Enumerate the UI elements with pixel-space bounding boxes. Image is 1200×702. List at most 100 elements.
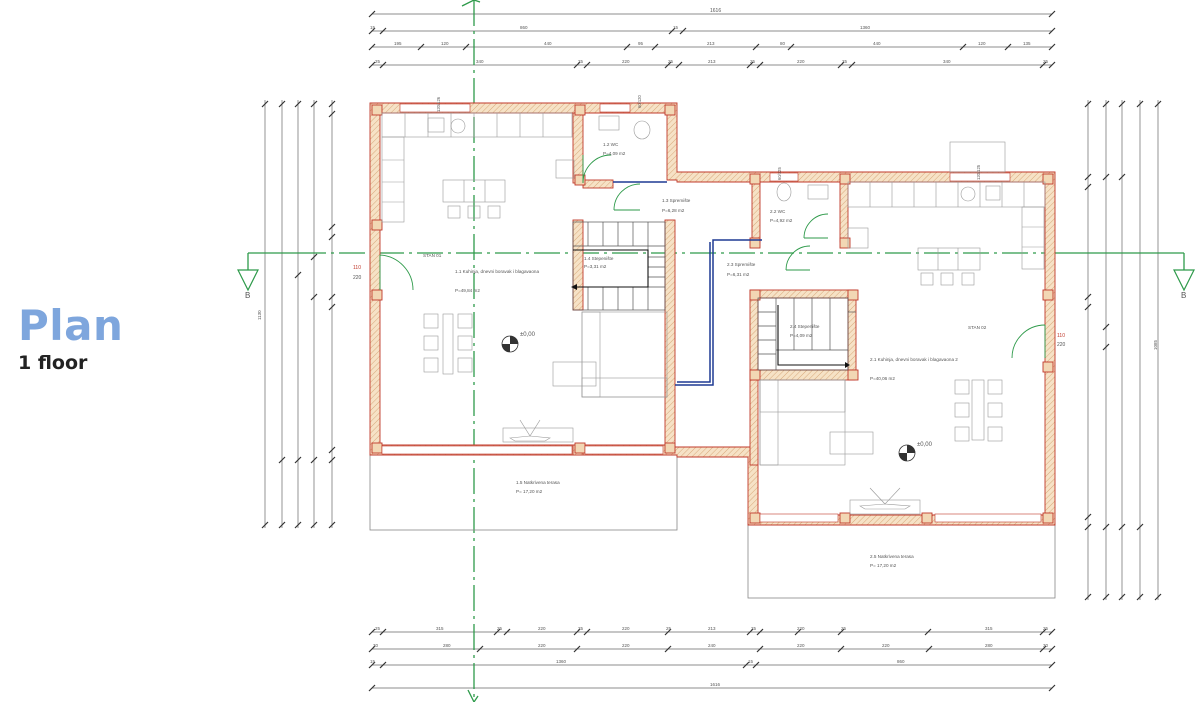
dim-label: 340 (476, 59, 484, 64)
dim-label: 220 (797, 59, 805, 64)
room-area: P=40,06 m2 (870, 376, 895, 381)
dim-label: 95 (638, 41, 644, 46)
stair-arrow-heads (571, 284, 850, 368)
dim-label: 860 (520, 25, 528, 30)
dim-label: 120 (441, 41, 449, 46)
dim-label: 213 (708, 626, 716, 631)
room-name: 2.4 Stepenište (790, 324, 820, 329)
furniture (381, 112, 1046, 515)
section-marker-left: B (237, 269, 259, 300)
dim-label: 135 (1023, 41, 1031, 46)
room-name: 1.3 Spremište (662, 198, 691, 203)
window-tag: 120/126 (436, 96, 441, 112)
dim-top-row2: 15 860 15 1360 (370, 25, 871, 30)
stair-arrows (573, 249, 848, 366)
room-area: P= 17,20 m2 (870, 563, 897, 568)
dim-label: 25 (842, 59, 848, 64)
dim-label: 25 (375, 59, 381, 64)
terrace-outlines (369, 454, 1056, 599)
dim-label: 25 (578, 626, 584, 631)
top-dimension-group (368, 10, 1056, 69)
dim-top-row4: 25 340 25 220 25 213 25 220 25 340 25 (375, 59, 1049, 64)
dim-label: 30 (1043, 643, 1049, 648)
plan-title: Plan (18, 301, 124, 350)
dim-label: 440 (873, 41, 881, 46)
room-area: P=49,84 m2 (455, 288, 480, 293)
room-area: P= 17,20 m2 (516, 489, 543, 494)
dim-label: 220 (538, 643, 546, 648)
dim-label: 340 (943, 59, 951, 64)
dim-label: 25 (1043, 626, 1049, 631)
room-area: P=3,31 m2 (584, 264, 607, 269)
section-marker-right: B (1173, 269, 1195, 300)
dim-label: 15 (748, 659, 754, 664)
windows (381, 103, 1042, 523)
dim-label: 213 (708, 59, 716, 64)
unit-label: STAN 02 (968, 325, 987, 330)
dim-label: 195 (394, 41, 402, 46)
dim-label: 15 (370, 25, 376, 30)
door-height: 220 (1057, 342, 1066, 348)
dim-label: 213 (707, 41, 715, 46)
room-name: 2.3 Spremište (727, 262, 756, 267)
dim-label: 280 (443, 643, 451, 648)
room-labels: 1.1 Kuhinja, dnevni boravak i blagavaona… (423, 142, 987, 568)
door-height: 220 (353, 275, 362, 281)
stairs (572, 221, 856, 371)
right-dimension-group (1084, 100, 1162, 601)
dim-label: 220 (622, 59, 630, 64)
plumbing-pipe (613, 181, 762, 386)
dim-label: 25 (668, 59, 674, 64)
dim-bottom-row3: 15 1360 15 860 (370, 659, 905, 664)
room-name: 2.1 Kuhinja, dnevni boravak i blagavaona… (870, 357, 958, 362)
room-name: 2.2 WC (770, 209, 786, 214)
room-name: 1.2 WC (603, 142, 619, 147)
left-dimension-group (261, 100, 336, 529)
dim-label: 25 (375, 626, 381, 631)
doors (379, 154, 1046, 359)
room-area: P=4,09 m2 (790, 333, 813, 338)
dim-label: 280 (985, 643, 993, 648)
dim-top-total: 1616 (710, 8, 721, 14)
dim-label: 80 (780, 41, 786, 46)
dim-label: 15 (673, 25, 679, 30)
room-name: 1.1 Kuhinja, dnevni boravak i blagavaona (455, 269, 539, 274)
bottom-dimension-group (368, 628, 1056, 692)
dim-label: 25 (751, 626, 757, 631)
room-area: P=6,31 m2 (727, 272, 750, 277)
room-name: 1.5 Natkrivena terasa (516, 480, 560, 485)
level-mark-1: ±0,00 (501, 332, 536, 353)
columns (371, 104, 1054, 524)
unit-label: STAN 01 (423, 253, 442, 258)
dim-label: 1360 (556, 659, 567, 664)
dim-label: 315 (436, 626, 444, 631)
dim-label: 25 (750, 59, 756, 64)
dim-label: 220 (797, 643, 805, 648)
dim-label: 1360 (860, 25, 871, 30)
room-name: 2.5 Natkrivena terasa (870, 554, 914, 559)
dim-bottom-total: 1616 (710, 682, 721, 687)
room-name: 1.4 Stepenište (584, 256, 614, 261)
door-width: 110 (353, 265, 361, 271)
dim-bottom-row1: 25 315 25 220 25 220 25 213 25 220 25 31… (375, 626, 1049, 631)
dim-label: 240 (708, 643, 716, 648)
title-block: Plan 1 floor (18, 300, 123, 374)
room-area: P=4,09 m2 (603, 151, 626, 156)
dim-label: 25 (841, 626, 847, 631)
dim-label: 440 (544, 41, 552, 46)
room-area: P=4,92 m2 (770, 218, 793, 223)
level-value: ±0,00 (917, 442, 933, 448)
dim-top-row3: 195 120 440 95 213 80 440 120 135 (394, 41, 1031, 46)
plan-subtitle: 1 floor (18, 352, 88, 374)
dim-label: 25 (666, 626, 672, 631)
dim-label: 30 (373, 643, 379, 648)
dim-label: 220 (882, 643, 890, 648)
dim-label: 25 (578, 59, 584, 64)
room-area: P=6,28 m2 (662, 208, 685, 213)
door-labels: 110 220 110 220 (353, 265, 1066, 348)
dim-label: 860 (897, 659, 905, 664)
level-value: ±0,00 (520, 332, 536, 338)
dim-label: 120 (978, 41, 986, 46)
dim-label: 315 (985, 626, 993, 631)
